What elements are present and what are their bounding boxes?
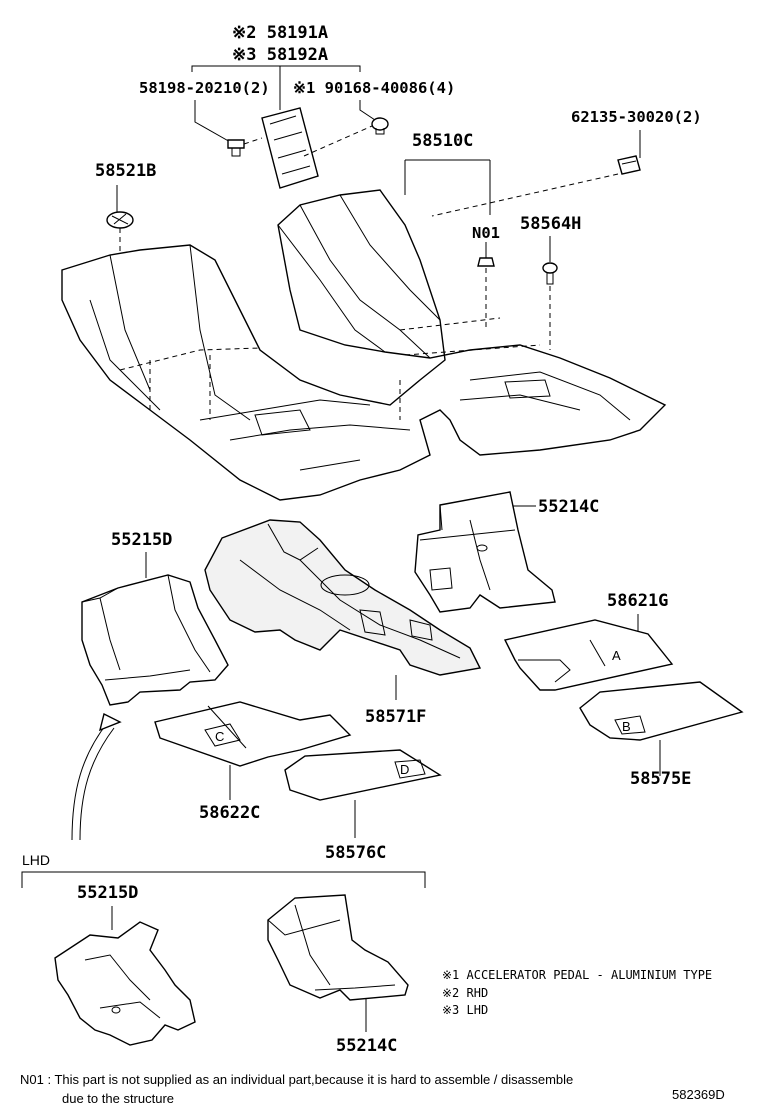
callout-clip-right: 62135-30020(2) (571, 108, 702, 126)
callout-nut-n01: N01 (472, 224, 500, 242)
lhd-silencer-55214c (267, 894, 409, 1001)
silencer-55215d (81, 574, 229, 706)
mat-letter-c: C (215, 729, 224, 744)
mat-letter-a: A (612, 648, 621, 663)
top-bracket (116, 65, 641, 262)
accelerator-pedal-trim-icon (261, 107, 319, 189)
diagram-id: 582369D (672, 1087, 725, 1102)
note-2: ※2 RHD (442, 986, 488, 1000)
clip-58564h-icon (542, 262, 558, 285)
floor-mat-58575e: B (579, 681, 744, 741)
floor-carpet-58510c (61, 189, 667, 501)
clip-90168-icon (371, 117, 389, 135)
callout-lhd-trim: ※3 58192A (232, 45, 328, 65)
callout-carpet-main: 58510C (412, 131, 473, 151)
callout-mat-right-front: 58621G (607, 591, 668, 611)
note-3: ※3 LHD (442, 1003, 488, 1017)
lhd-label: LHD (22, 852, 50, 868)
callout-clip-left: 58521B (95, 161, 156, 181)
note-1: ※1 ACCELERATOR PEDAL - ALUMINIUM TYPE (442, 968, 712, 982)
callout-center-carpet: 58571F (365, 707, 426, 727)
silencer-55214c (414, 491, 556, 613)
center-carpet-58571f (204, 519, 482, 676)
floor-mat-58576c: D (284, 749, 442, 801)
lhd-bracket (21, 871, 426, 888)
callout-lhd-silencer-left: 55215D (77, 883, 138, 903)
callout-screw-left: 58198-20210(2) (139, 79, 270, 97)
callout-mat-left-rear: 58576C (325, 843, 386, 863)
clip-58521b-icon (106, 211, 134, 229)
nut-n01-icon (477, 257, 495, 267)
callout-silencer-left: 55215D (111, 530, 172, 550)
floor-mat-58621g: A (503, 619, 674, 691)
footnote-line1: N01 : This part is not supplied as an in… (20, 1072, 573, 1087)
screw-58198-icon (227, 139, 245, 157)
floor-mat-58622c: C (154, 701, 352, 767)
lhd-silencer-55215d (54, 921, 196, 1046)
mat-letter-b: B (622, 719, 631, 734)
callout-clip-pedal: ※1 90168-40086(4) (293, 79, 455, 97)
footnote-line2: due to the structure (62, 1091, 174, 1106)
callout-silencer-right: 55214C (538, 497, 599, 517)
direction-arrow-icon (71, 712, 122, 841)
callout-clip-58564: 58564H (520, 214, 581, 234)
mat-letter-d: D (400, 762, 409, 777)
callout-lhd-silencer-right: 55214C (336, 1036, 397, 1056)
clip-62135-icon (617, 155, 641, 175)
callout-mat-right-rear: 58575E (630, 769, 691, 789)
callout-rhd-trim: ※2 58191A (232, 23, 328, 43)
callout-mat-left-front: 58622C (199, 803, 260, 823)
